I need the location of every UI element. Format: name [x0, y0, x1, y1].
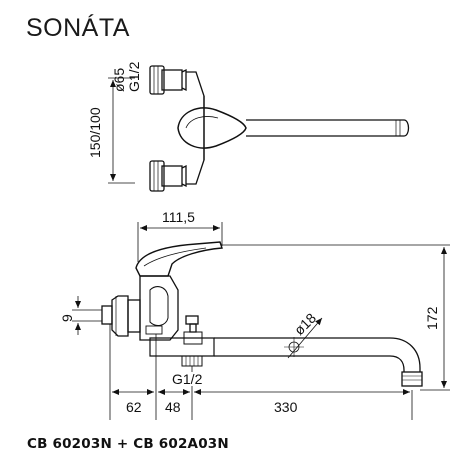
- product-codes: CB 60203N + CB 602A03N: [27, 436, 229, 452]
- dim-48: 48: [165, 399, 181, 415]
- diverter-knob: [183, 315, 203, 345]
- dim-spacing-150-100: 150/100: [87, 107, 103, 158]
- lower-connection: [149, 160, 187, 192]
- product-title: SONÁTA: [26, 14, 130, 42]
- top-view: [108, 65, 410, 192]
- mixer-body-side: [139, 275, 179, 341]
- mixer-body-top: [186, 71, 205, 185]
- lever-handle-side: [135, 241, 223, 277]
- upper-connection: [149, 65, 187, 95]
- spout-side: [214, 337, 421, 372]
- wall-connector: [101, 295, 141, 337]
- lever-handle-top: [177, 107, 247, 149]
- dim-spout-diameter: ø18: [291, 310, 320, 339]
- dim-width-111-5: 111,5: [162, 209, 195, 225]
- dim-diameter-65: ø65: [111, 68, 127, 92]
- side-view: [72, 222, 450, 420]
- dim-outlet-thread: G1/2: [172, 371, 203, 387]
- dim-330: 330: [274, 399, 298, 415]
- dim-62: 62: [126, 399, 142, 415]
- dim-thread-top: G1/2: [126, 61, 142, 92]
- dim-height-172: 172: [424, 306, 440, 330]
- dim-wall-9: 9: [59, 314, 75, 322]
